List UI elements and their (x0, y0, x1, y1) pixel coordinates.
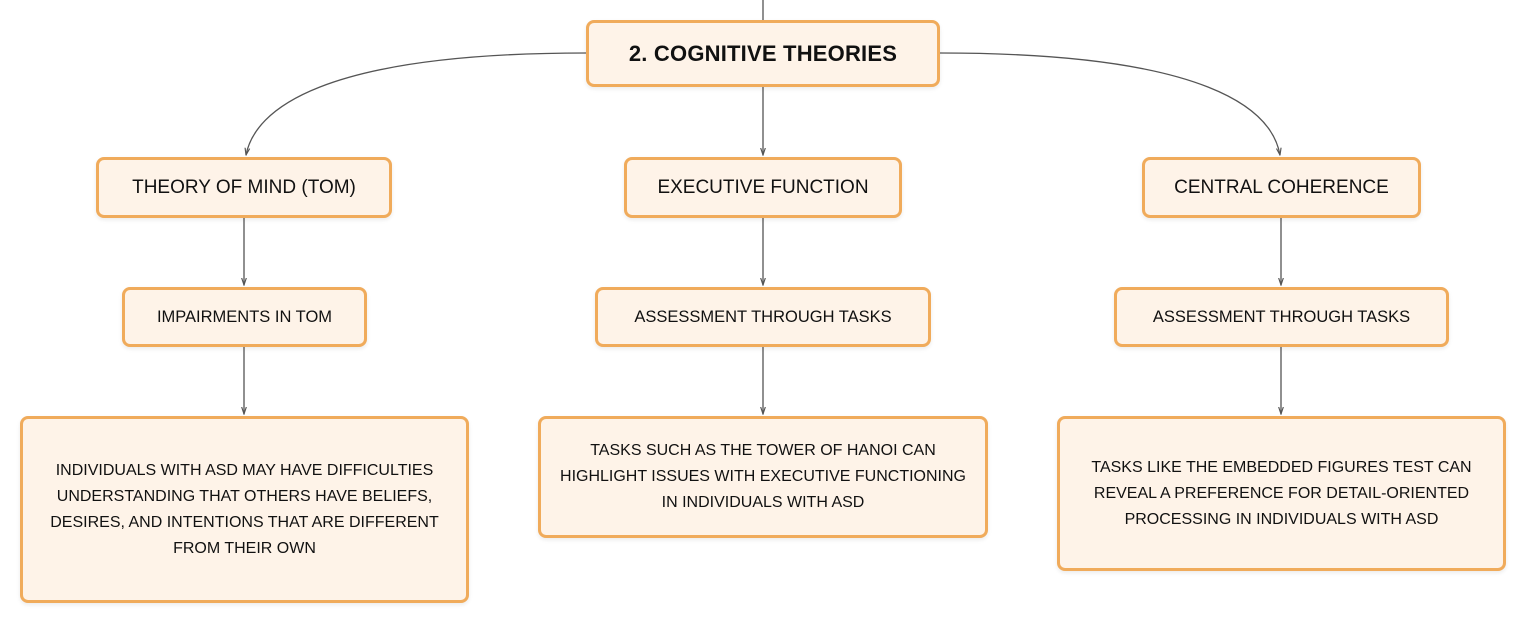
node-detail-text: TASKS LIKE THE EMBEDDED FIGURES TEST CAN… (1091, 458, 1472, 528)
node-tom-detail[interactable]: INDIVIDUALS WITH ASD MAY HAVE DIFFICULTI… (20, 416, 469, 603)
connector-root-tom (246, 52, 587, 155)
connector-root-cc (939, 52, 1280, 155)
node-ef-assessment-through-tasks[interactable]: ASSESSMENT THROUGH TASKS (595, 287, 931, 347)
node-executive-function[interactable]: EXECUTIVE FUNCTION (624, 157, 902, 218)
root-node-cognitive-theories[interactable]: 2. COGNITIVE THEORIES (586, 20, 940, 87)
node-impairments-in-tom[interactable]: IMPAIRMENTS IN TOM (122, 287, 367, 347)
node-cc-assessment-through-tasks[interactable]: ASSESSMENT THROUGH TASKS (1114, 287, 1449, 347)
node-label: THEORY OF MIND (TOM) (132, 176, 356, 198)
root-node-label: 2. COGNITIVE THEORIES (628, 40, 898, 66)
node-cc-detail[interactable]: TASKS LIKE THE EMBEDDED FIGURES TEST CAN… (1057, 416, 1506, 571)
node-label: ASSESSMENT THROUGH TASKS (634, 307, 892, 326)
node-label: IMPAIRMENTS IN TOM (156, 307, 333, 326)
node-theory-of-mind[interactable]: THEORY OF MIND (TOM) (96, 157, 392, 218)
node-detail-text: INDIVIDUALS WITH ASD MAY HAVE DIFFICULTI… (50, 461, 439, 557)
node-label: EXECUTIVE FUNCTION (657, 176, 869, 198)
node-label: ASSESSMENT THROUGH TASKS (1152, 307, 1411, 326)
node-detail-text: TASKS SUCH AS THE TOWER OF HANOI CAN HIG… (560, 442, 966, 511)
node-ef-detail[interactable]: TASKS SUCH AS THE TOWER OF HANOI CAN HIG… (538, 416, 988, 538)
node-label: CENTRAL COHERENCE (1174, 176, 1389, 198)
node-central-coherence[interactable]: CENTRAL COHERENCE (1142, 157, 1421, 218)
